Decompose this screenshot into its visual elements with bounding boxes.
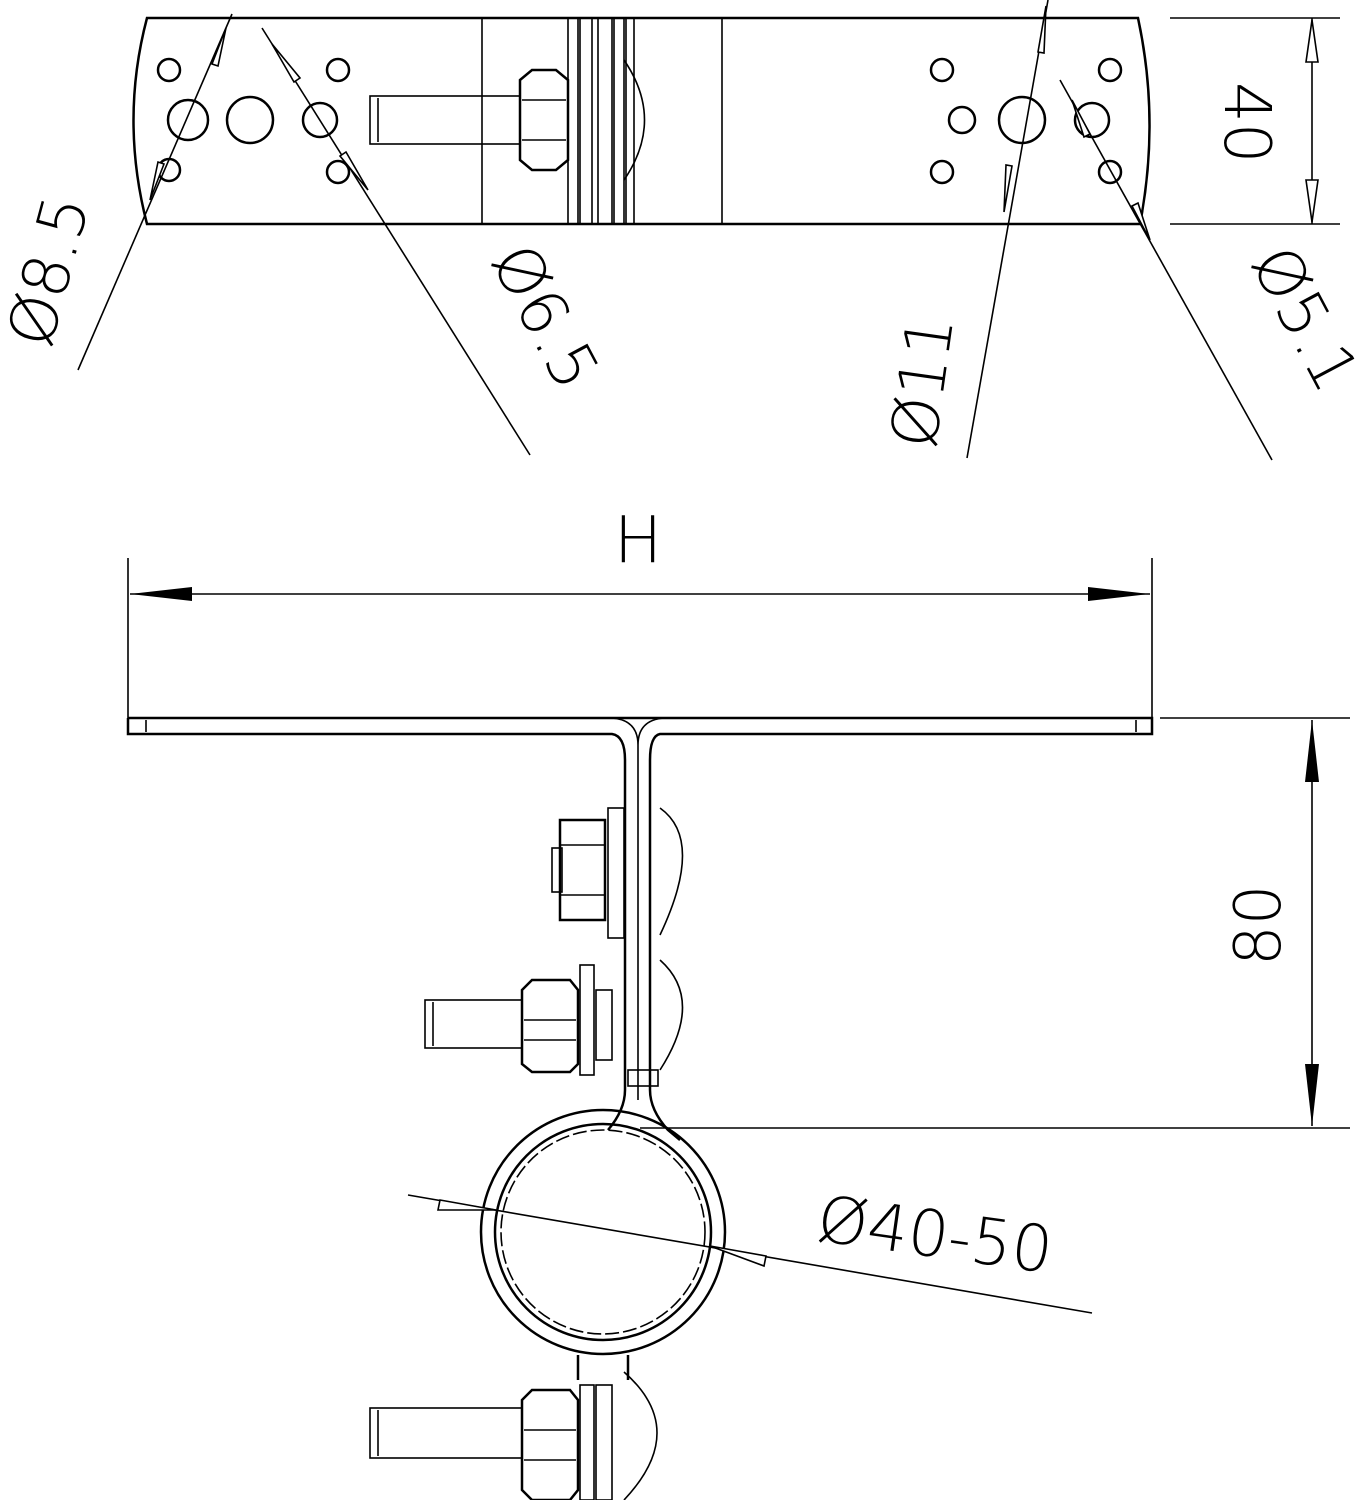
dim-hole-5-1: Ø5.1 xyxy=(1236,235,1362,404)
front-view: H 80 xyxy=(126,504,1350,1500)
dim-hole-11: Ø11 xyxy=(878,311,970,452)
right-holes xyxy=(929,57,1123,185)
plate-outline xyxy=(132,16,1151,226)
dim-height-40: 40 xyxy=(1209,82,1283,163)
clamp-stack xyxy=(369,17,646,225)
dim-pipe-range: Ø40-50 xyxy=(813,1183,1057,1289)
top-view: Ø8.5 Ø6.5 Ø11 Ø5.1 40 xyxy=(0,0,1362,461)
dim-width-h: H xyxy=(614,504,662,578)
dim-depth-80: 80 xyxy=(1222,885,1296,966)
dim-hole-8-5: Ø8.5 xyxy=(0,188,105,354)
left-holes xyxy=(156,57,351,185)
dim-hole-6-5: Ø6.5 xyxy=(476,233,613,402)
